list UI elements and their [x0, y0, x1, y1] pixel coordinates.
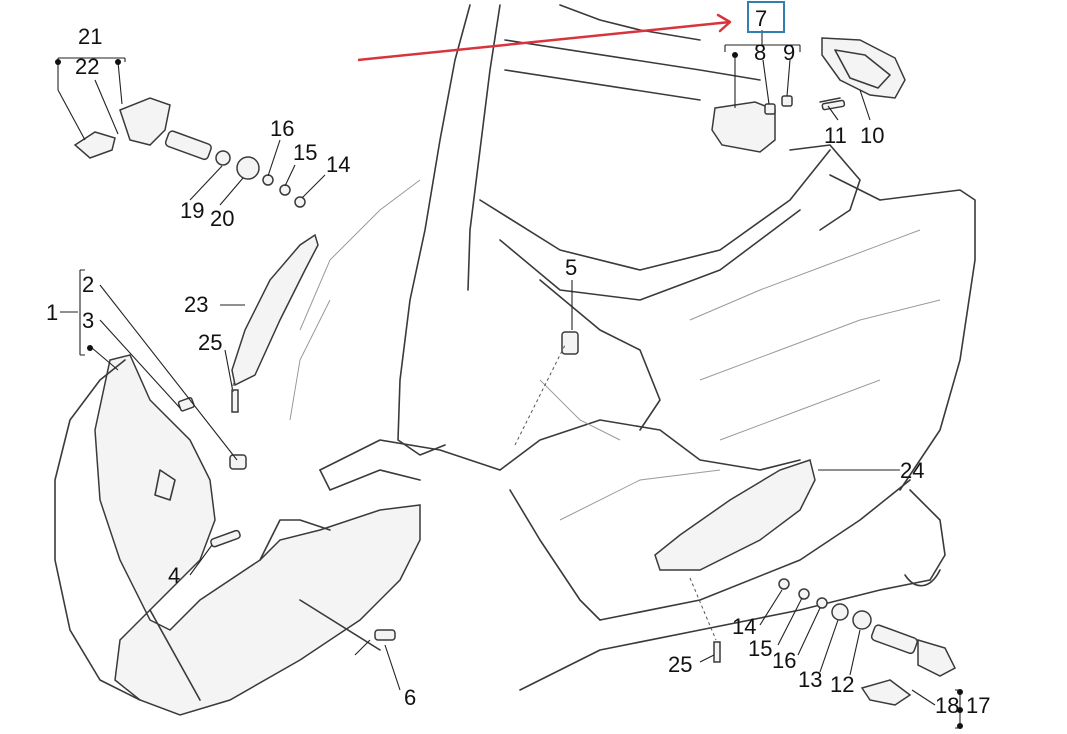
highlight-arrow	[357, 13, 732, 62]
label-11: 11	[824, 123, 847, 148]
leader-lines	[57, 30, 961, 729]
label-16a: 16	[270, 116, 294, 141]
label-23: 23	[184, 292, 208, 317]
label-21: 21	[78, 24, 102, 49]
label-18: 18	[935, 693, 959, 718]
label-4: 4	[168, 563, 180, 588]
label-25a: 25	[198, 330, 222, 355]
label-12: 12	[830, 672, 854, 697]
label-25b: 25	[668, 652, 692, 677]
leader-dots	[55, 52, 963, 729]
label-14b: 14	[732, 614, 756, 639]
headlight-assembly	[54, 354, 421, 716]
label-20: 20	[210, 206, 234, 231]
clip-5	[561, 331, 579, 355]
cap-assembly-7	[711, 95, 793, 153]
label-5: 5	[565, 255, 577, 280]
label-17: 17	[966, 693, 990, 718]
rear-light-10	[819, 37, 906, 103]
label-15b: 15	[748, 636, 772, 661]
fasteners	[177, 99, 846, 663]
label-1: 1	[46, 300, 58, 325]
front-shield-frame	[289, 4, 976, 691]
label-13: 13	[798, 667, 822, 692]
callout-labels: 21 22 16 15 14 19 20 2 1 3 23 25 4 6 5 7…	[46, 6, 990, 718]
left-lens-strip	[231, 233, 319, 387]
label-10: 10	[860, 123, 884, 148]
label-9: 9	[783, 40, 795, 65]
label-19: 19	[180, 198, 204, 223]
right-indicator-assembly	[778, 578, 956, 706]
label-16b: 16	[772, 648, 796, 673]
label-6: 6	[404, 685, 416, 710]
label-24: 24	[900, 458, 924, 483]
label-2: 2	[82, 272, 94, 297]
label-14a: 14	[326, 152, 350, 177]
label-3: 3	[82, 308, 94, 333]
label-7: 7	[755, 6, 767, 31]
right-lens-strip	[654, 459, 816, 571]
highlight-box-7	[747, 1, 785, 33]
label-22: 22	[75, 54, 99, 79]
label-15a: 15	[293, 140, 317, 165]
label-8: 8	[754, 40, 766, 65]
left-indicator-assembly	[73, 97, 306, 208]
